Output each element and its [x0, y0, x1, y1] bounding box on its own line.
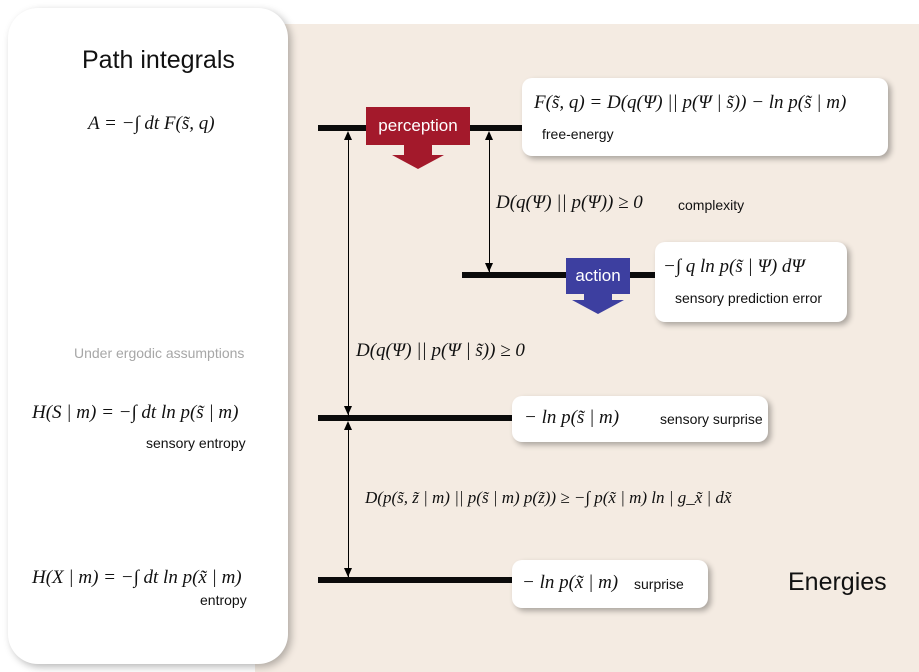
bound-arrow: [348, 423, 349, 577]
sensory-surprise-eq: − ln p(s̃ | m): [524, 407, 620, 428]
surprise-box: − ln p(x̃ | m) surprise: [512, 560, 708, 608]
surprise-label: surprise: [634, 576, 684, 592]
sensory-entropy-eq: H(S | m) = −∫ dt ln p(s̃ | m): [32, 402, 239, 423]
divergence-arrow: [348, 134, 349, 417]
bound-arrow-head-down: [344, 568, 352, 577]
bound-eq: D(p(s̃, z̃ | m) || p(s̃ | m) p(z̃)) ≥ −∫…: [365, 488, 732, 507]
ergodic-note: Under ergodic assumptions: [74, 345, 245, 361]
free-energy-box: F(s̃, q) = D(q(Ψ) || p(Ψ | s̃)) − ln p(s…: [522, 78, 888, 156]
entropy-eq: H(X | m) = −∫ dt ln p(x̃ | m): [32, 567, 242, 588]
divergence-eq: D(q(Ψ) || p(Ψ | s̃)) ≥ 0: [356, 340, 525, 361]
action-arrow-icon: [572, 300, 624, 314]
panel-title: Path integrals: [82, 46, 235, 74]
entropy-label: entropy: [200, 592, 247, 608]
surprise-eq: − ln p(x̃ | m): [522, 572, 619, 593]
perception-tag: perception: [366, 107, 470, 145]
prediction-error-level: [462, 272, 660, 278]
path-integrals-panel: [8, 8, 288, 664]
sensory-surprise-box: − ln p(s̃ | m) sensory surprise: [512, 396, 768, 442]
sensory-entropy-label: sensory entropy: [146, 435, 246, 451]
action-label: action: [575, 266, 621, 285]
complexity-arrow-head-down: [485, 263, 493, 272]
sensory-surprise-label: sensory surprise: [660, 411, 763, 427]
perception-label: perception: [378, 116, 458, 135]
sensory-surprise-level: [318, 415, 518, 421]
bound-arrow-head-up: [344, 421, 352, 430]
surprise-level: [318, 577, 518, 583]
complexity-eq: D(q(Ψ) || p(Ψ)) ≥ 0: [496, 192, 643, 213]
complexity-arrow-head-up: [485, 131, 493, 140]
prediction-error-eq: −∫ q ln p(s̃ | Ψ) dΨ: [663, 256, 805, 277]
action-tag: action: [566, 258, 630, 294]
complexity-label: complexity: [678, 197, 745, 213]
action-integral-eq: A = −∫ dt F(s̃, q): [88, 113, 215, 134]
energies-heading: Energies: [788, 568, 887, 596]
perception-arrow-icon: [392, 155, 444, 169]
free-energy-eq: F(s̃, q) = D(q(Ψ) || p(Ψ | s̃)) − ln p(s…: [534, 92, 847, 113]
divergence-arrow-head-up: [344, 131, 352, 140]
perception-arrow-stem: [404, 145, 432, 155]
free-energy-label: free-energy: [542, 126, 614, 142]
divergence-arrow-head-down: [344, 406, 352, 415]
action-arrow-stem: [584, 294, 612, 300]
prediction-error-label: sensory prediction error: [675, 290, 823, 306]
prediction-error-box: −∫ q ln p(s̃ | Ψ) dΨ sensory prediction …: [655, 242, 847, 322]
complexity-arrow: [489, 134, 490, 272]
